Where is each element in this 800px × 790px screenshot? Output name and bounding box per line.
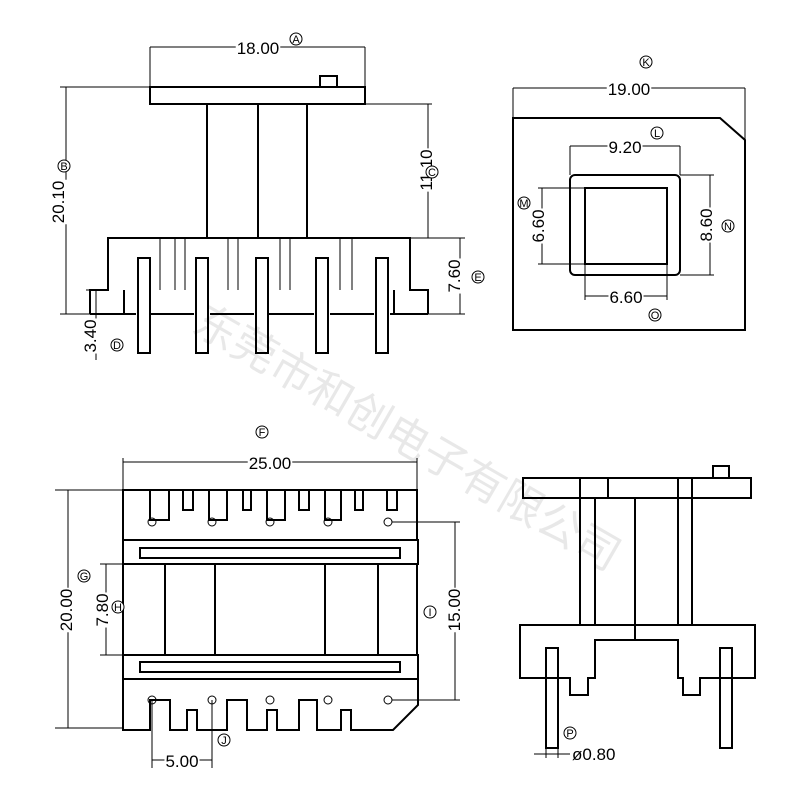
dimension-b-value: 20.10 [49, 181, 68, 224]
company-watermark: 东莞市和创电子有限公司 [185, 295, 630, 581]
dimension-f-value: 25.00 [249, 454, 292, 473]
callout-j-label: J [221, 735, 227, 747]
callout-e-label: E [474, 272, 481, 284]
dimension-k-value: 19.00 [608, 80, 651, 99]
dimension-l: 9.20 L [569, 126, 681, 175]
side-view [519, 465, 756, 749]
dimension-o: 6.60 O [584, 264, 668, 322]
dimension-j-value: 5.00 [165, 752, 198, 771]
callout-d-label: D [113, 340, 121, 352]
dimension-h-value: 7.80 [93, 593, 112, 626]
dimension-n: 8.60 N [680, 174, 735, 276]
dimension-d-value: 3.40 [81, 319, 100, 352]
callout-n-label: N [724, 221, 732, 233]
dimension-k: 19.00 K [512, 55, 746, 140]
top-view [512, 117, 746, 331]
callout-c-label: C [428, 167, 436, 179]
dimension-n-value: 8.60 [697, 208, 716, 241]
dimension-m: 6.60 M [517, 187, 585, 265]
dimension-d: 3.40 D [81, 289, 124, 360]
dimension-p: ø0.80 P [534, 726, 617, 764]
dimension-j: 5.00 J [151, 700, 231, 771]
front-view [89, 75, 429, 354]
callout-a-label: A [292, 34, 300, 46]
callout-h-label: H [114, 602, 122, 614]
callout-l-label: L [654, 128, 660, 140]
dimension-m-value: 6.60 [529, 209, 548, 242]
dimension-a: 18.00 A [149, 32, 366, 87]
callout-o-label: O [651, 310, 660, 322]
dimension-a-value: 18.00 [237, 39, 280, 58]
dimension-h: 7.80 H [93, 563, 125, 656]
dimension-g-value: 20.00 [57, 589, 76, 632]
dimension-e-value: 7.60 [445, 259, 464, 292]
dimension-i: 15.00 I [392, 521, 464, 701]
callout-m-label: M [519, 198, 528, 210]
callout-f-label: F [259, 427, 266, 439]
dimension-l-value: 9.20 [608, 138, 641, 157]
dimension-g: 20.00 G [55, 489, 123, 729]
callout-b-label: B [60, 161, 67, 173]
dimension-i-value: 15.00 [445, 589, 464, 632]
callout-i-label: I [428, 607, 431, 619]
dimension-e: 7.60 E [410, 237, 485, 315]
bottom-view [122, 489, 419, 731]
dimension-c: 11.10 C [365, 103, 439, 238]
callout-g-label: G [80, 571, 89, 583]
dimension-f: 25.00 F [122, 425, 418, 490]
dimension-o-value: 6.60 [609, 288, 642, 307]
dimension-p-value: ø0.80 [572, 745, 615, 764]
callout-p-label: P [566, 728, 573, 740]
dimension-b: 20.10 B [49, 86, 150, 315]
callout-k-label: K [642, 57, 650, 69]
